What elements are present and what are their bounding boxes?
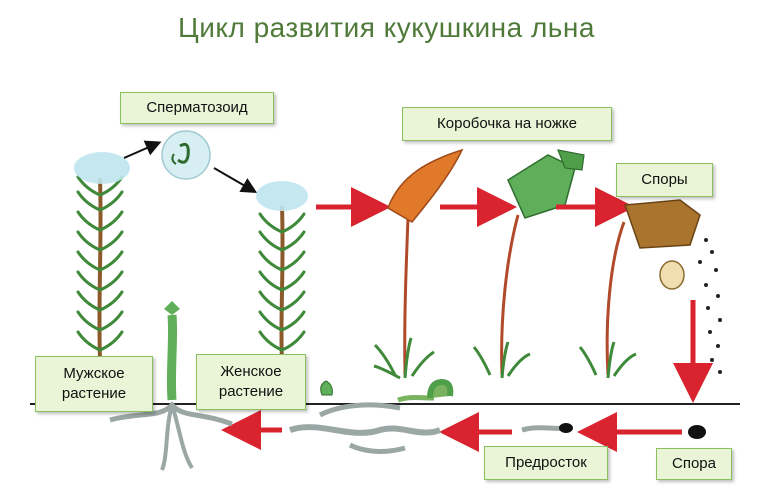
label-spermatozoid-text: Спермaтозоид xyxy=(146,98,248,116)
female-plant xyxy=(256,181,308,361)
protonema-filaments xyxy=(289,378,454,454)
female-droplet xyxy=(256,181,308,211)
male-plant xyxy=(74,152,130,361)
capsule-lid xyxy=(659,260,685,290)
diagram-title: Цикл развития кукушкина льна xyxy=(178,12,595,43)
single-spore xyxy=(688,425,706,439)
label-male-line1: Мужское xyxy=(63,364,125,382)
label-spermatozoid: Спермaтозоид xyxy=(120,92,274,124)
arrow-male-to-sperm xyxy=(123,140,162,159)
label-female-line1: Женское xyxy=(220,362,282,380)
label-capsule-text: Коробочка на ножке xyxy=(437,114,577,132)
label-protonema-text: Предросток xyxy=(505,453,587,471)
male-droplet xyxy=(74,152,130,184)
label-spore-text: Спора xyxy=(672,454,716,472)
label-protonema: Предросток xyxy=(484,446,608,480)
label-spore: Спора xyxy=(656,448,732,480)
capsule-plant-young xyxy=(373,148,464,380)
capsule-plant-mature xyxy=(578,199,722,379)
label-spores-text: Споры xyxy=(641,170,688,188)
young-plants xyxy=(109,301,233,471)
protonema-small xyxy=(521,423,573,433)
label-female-plant: Женское растение xyxy=(196,354,306,410)
arrow-sperm-to-female xyxy=(213,167,258,194)
spermatozoid-drawing xyxy=(161,130,211,180)
label-male-line2: растение xyxy=(61,385,127,402)
label-capsule: Коробочка на ножке xyxy=(402,107,612,141)
capsule-plant-green xyxy=(472,149,585,379)
label-male-plant: Мужское растение xyxy=(35,356,153,412)
label-female-line2: растение xyxy=(218,383,284,400)
label-spores: Споры xyxy=(616,163,713,197)
released-spores xyxy=(698,238,722,374)
